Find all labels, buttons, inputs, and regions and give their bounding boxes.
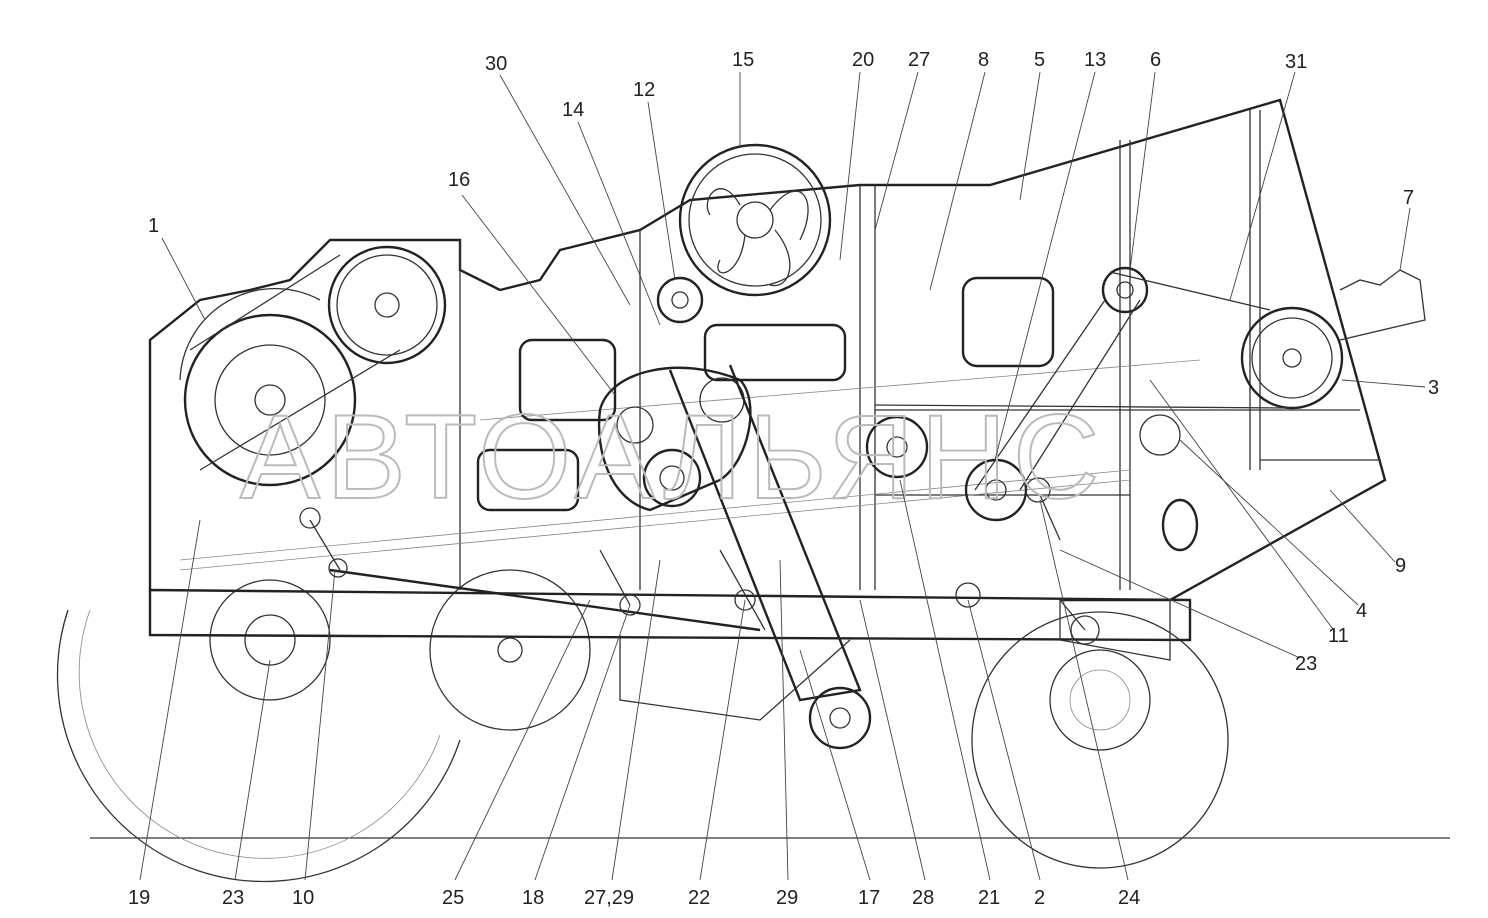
callout-24: 24 — [1118, 887, 1140, 909]
header-drum — [179, 287, 357, 487]
callout-4: 4 — [1356, 600, 1367, 622]
callout-1: 1 — [148, 215, 159, 237]
callout-11: 11 — [1328, 625, 1349, 647]
callout-27-29: 27,29 — [584, 887, 634, 909]
callout-22: 22 — [688, 887, 710, 909]
callout-30: 30 — [485, 53, 507, 75]
callout-6: 6 — [1150, 49, 1161, 71]
callout-19: 19 — [128, 887, 150, 909]
elevator-arm — [668, 364, 872, 750]
watermark: АВТОАЛЬЯНС — [240, 390, 1105, 524]
pulley-12 — [656, 276, 704, 324]
belt-left — [189, 254, 401, 471]
leader-lines — [139, 71, 1426, 881]
callout-3: 3 — [1428, 377, 1439, 399]
callout-16: 16 — [448, 169, 470, 191]
callout-2: 2 — [1034, 887, 1045, 909]
callout-18: 18 — [522, 887, 544, 909]
hatch-windows — [476, 276, 1199, 552]
callout-20: 20 — [852, 49, 874, 71]
callout-12: 12 — [633, 79, 655, 101]
machine-body — [148, 98, 1387, 721]
callout-27: 27 — [908, 49, 930, 71]
callout-labels: 30 14 12 15 20 27 8 5 13 6 31 1 16 7 3 9… — [128, 49, 1439, 909]
callout-21: 21 — [978, 887, 1000, 909]
callout-28: 28 — [912, 887, 934, 909]
callout-17: 17 — [858, 887, 880, 909]
left-large-wheel — [56, 609, 461, 883]
spoked-wheel — [678, 143, 832, 297]
callout-15: 15 — [732, 49, 754, 71]
upper-pulley-left — [327, 245, 447, 365]
left-idler-wheel — [209, 579, 331, 701]
callout-31: 31 — [1285, 51, 1307, 73]
callout-10: 10 — [292, 887, 314, 909]
callout-14: 14 — [562, 99, 584, 121]
rear-wheel — [971, 611, 1229, 869]
main-belt — [874, 271, 1291, 491]
pulley-group-right — [865, 266, 1344, 522]
callout-13: 13 — [1084, 49, 1106, 71]
middle-wheel — [429, 569, 591, 731]
callout-7: 7 — [1403, 187, 1414, 209]
callout-23-right: 23 — [1295, 653, 1317, 675]
callout-5: 5 — [1034, 49, 1045, 71]
callout-9: 9 — [1395, 555, 1406, 577]
callout-23-bottom: 23 — [222, 887, 244, 909]
callout-29: 29 — [776, 887, 798, 909]
callout-8: 8 — [978, 49, 989, 71]
straw-chopper — [1339, 269, 1426, 341]
callout-25: 25 — [442, 887, 464, 909]
